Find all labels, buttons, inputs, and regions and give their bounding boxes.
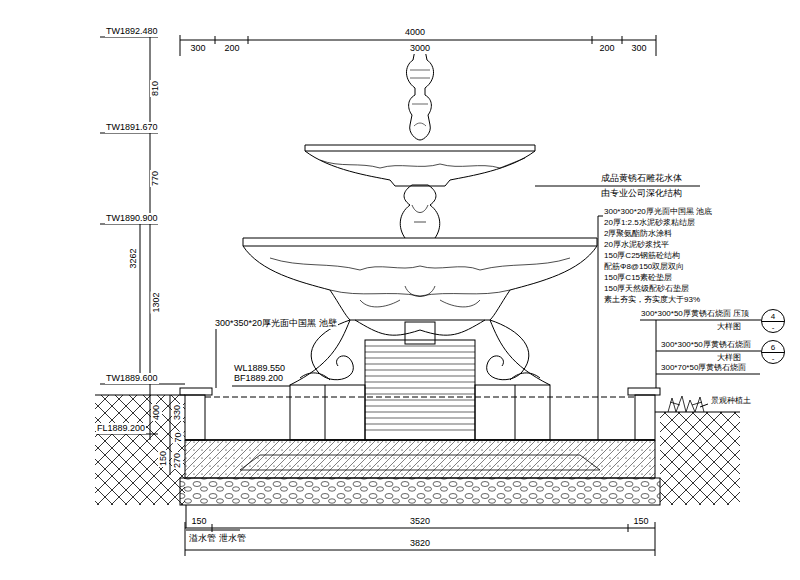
dimension-text: 200 xyxy=(598,43,615,54)
dimension-text: 400 xyxy=(152,403,163,420)
dimension-text: 3820 xyxy=(409,538,431,549)
dimension-text: 4000 xyxy=(404,27,426,38)
dimension-text: 810 xyxy=(151,79,162,96)
detail-callout-circle: 6- xyxy=(761,340,785,364)
dimension-text: 3262 xyxy=(128,247,139,269)
annotation-text: FL1889.200 xyxy=(96,423,146,434)
callout-number: 4 xyxy=(762,312,784,321)
annotation-text: 配筋Φ8@150双层双向 xyxy=(603,262,685,272)
annotation-text: 大样图 xyxy=(716,353,742,363)
dimension-text: 70 xyxy=(172,431,183,443)
dimension-text: 150 xyxy=(159,449,170,466)
dimension-text: 300 xyxy=(630,43,647,54)
dimension-text: 150 xyxy=(632,516,649,527)
annotation-text: 由专业公司深化结构 xyxy=(600,188,683,199)
callout-number: 6 xyxy=(762,343,784,352)
dimension-text: 200 xyxy=(223,43,240,54)
annotation-text: TW1890.900 xyxy=(105,213,159,224)
callout-number: - xyxy=(762,354,784,363)
annotation-text: 150厚C25钢筋砼结构 xyxy=(603,251,681,261)
annotation-text: 20厚1:2.5水泥砂浆粘结层 xyxy=(603,218,696,228)
dimension-text: 1302 xyxy=(151,291,162,313)
annotation-text: 300*300*20厚光面中国黑 池底 xyxy=(603,207,713,217)
annotation-text: 300*300*50厚黄锈石烧面 压顶 xyxy=(640,309,750,319)
callout-divider xyxy=(762,352,784,353)
annotation-text: 20厚水泥砂浆找平 xyxy=(603,240,670,250)
callout-number: - xyxy=(762,323,784,332)
annotation-text: 300*70*50厚黄锈石烧面 xyxy=(660,363,747,373)
annotation-text: 大样图 xyxy=(716,322,742,332)
annotation-text: 150厚天然级配砂石垫层 xyxy=(603,284,690,294)
dimension-text: 150 xyxy=(190,516,207,527)
annotation-text: 300*300*50厚黄锈石烧面 xyxy=(660,340,752,350)
callout-divider xyxy=(762,321,784,322)
annotation-text: 150厚C15素砼垫层 xyxy=(603,273,673,283)
detail-callout-circle: 4- xyxy=(761,309,785,333)
annotation-text: TW1889.600 xyxy=(105,373,159,384)
annotation-text: 成品黄锈石雕花水体 xyxy=(600,173,683,184)
annotation-text: 景观种植土 xyxy=(710,396,752,406)
annotation-text: 2厚聚氨酯防水涂料 xyxy=(603,229,673,239)
dimension-text: 300 xyxy=(189,43,206,54)
annotation-text: 300*350*20厚光面中国黑 池壁 xyxy=(214,318,338,329)
dimension-text: 770 xyxy=(151,169,162,186)
annotation-text: BF1889.200 xyxy=(233,373,284,384)
annotation-text: TW1892.480 xyxy=(105,26,159,37)
annotation-text: 素土夯实，夯实度大于93% xyxy=(603,295,701,305)
dimension-text: 270 xyxy=(173,451,184,468)
dimension-text: 330 xyxy=(173,403,184,420)
dimension-text: 3000 xyxy=(409,43,431,54)
annotation-text: 溢水管 泄水管 xyxy=(188,533,247,544)
dimension-text: 3520 xyxy=(409,516,431,527)
annotation-text: TW1891.670 xyxy=(105,122,159,133)
